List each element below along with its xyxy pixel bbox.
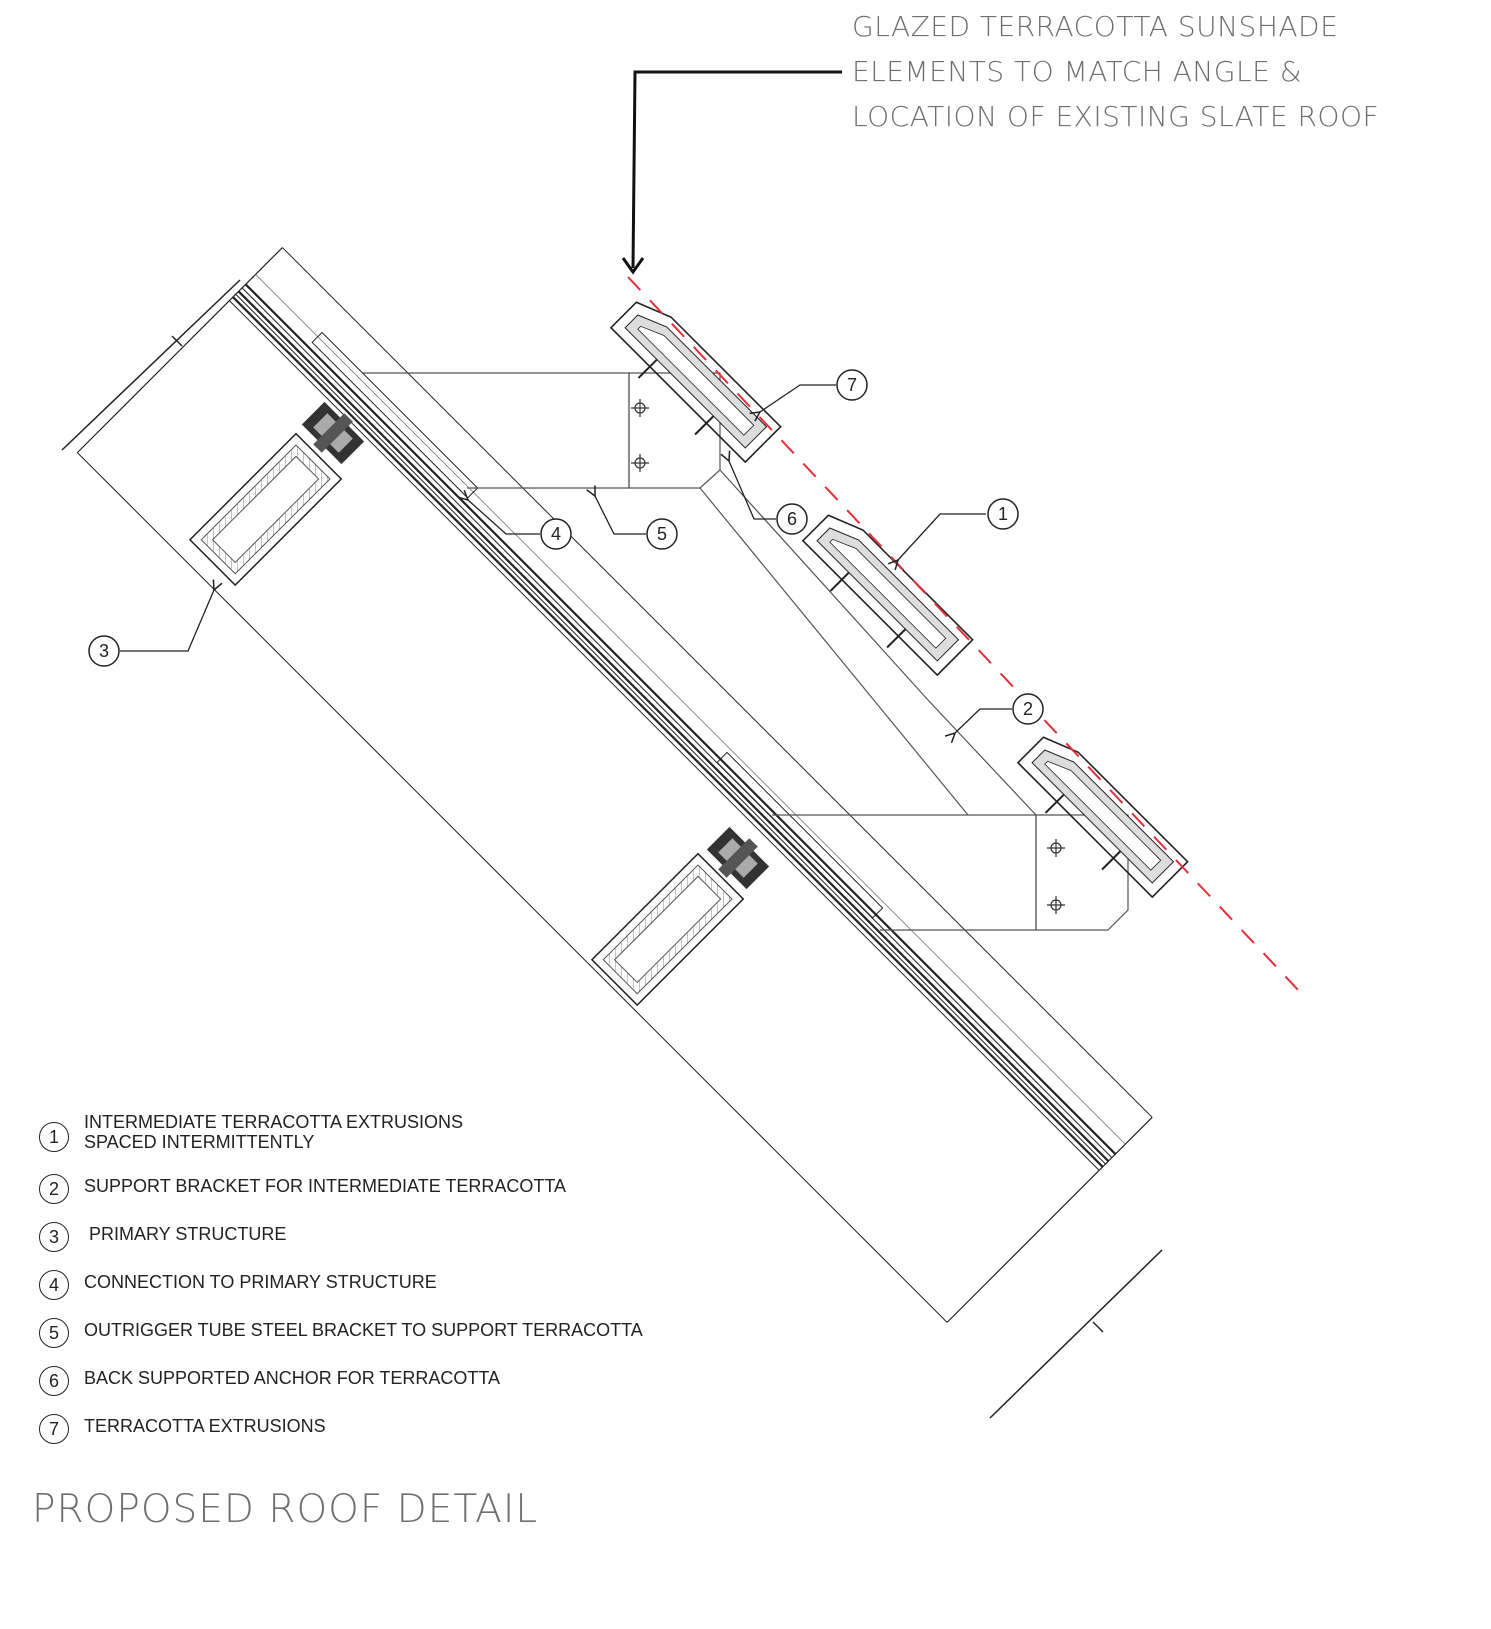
glazing-layers — [229, 274, 1126, 1171]
tag-2: 2 — [1023, 699, 1033, 719]
legend-number: 1 — [39, 1122, 69, 1152]
bolt-symbols — [631, 399, 1065, 914]
legend-text: SUPPORT BRACKET FOR INTERMEDIATE TERRACO… — [84, 1176, 567, 1196]
roof-assembly — [76, 247, 1153, 1323]
legend-number: 2 — [39, 1174, 69, 1204]
legend-number: 6 — [39, 1366, 69, 1396]
tag-6: 6 — [787, 509, 797, 529]
callout-line-1: GLAZED TERRACOTTA SUNSHADE — [852, 10, 1339, 43]
legend-text: INTERMEDIATE TERRACOTTA EXTRUSIONS SPACE… — [84, 1112, 463, 1152]
dimension-ticks — [61, 279, 1163, 1419]
connection-clamp-upper — [301, 401, 365, 465]
tag-5: 5 — [657, 524, 667, 544]
callout-line-3: LOCATION OF EXISTING SLATE ROOF — [852, 100, 1380, 133]
primary-structure-upper — [188, 432, 343, 587]
tag-7: 7 — [847, 375, 857, 395]
structure-end-cap-top — [76, 247, 283, 454]
support-bracket-diagonal — [699, 469, 1037, 816]
legend-number: 3 — [39, 1222, 69, 1252]
tag-labels: 7 1 2 3 4 5 6 — [99, 375, 1033, 719]
tag-1: 1 — [998, 504, 1008, 524]
legend-number: 4 — [39, 1270, 69, 1300]
legend-number: 5 — [39, 1318, 69, 1348]
connection-clamp-lower — [706, 826, 770, 890]
legend-text-line: SPACED INTERMITTENTLY — [84, 1132, 315, 1152]
structure-outer-line — [282, 247, 1153, 1118]
legend-text: PRIMARY STRUCTURE — [84, 1224, 287, 1244]
primary-structure-lower — [590, 852, 745, 1007]
slate-roof-guide-line — [627, 276, 1301, 993]
structure-end-cap-bottom — [946, 1116, 1153, 1323]
tag-4: 4 — [551, 524, 561, 544]
callout-line-2: ELEMENTS TO MATCH ANGLE & — [852, 55, 1303, 88]
outrigger-bracket-lower — [772, 814, 1129, 931]
legend-text: TERRACOTTA EXTRUSIONS — [84, 1416, 326, 1436]
drawing-title: PROPOSED ROOF DETAIL — [32, 1487, 539, 1532]
terracotta-extrusion-middle — [801, 514, 974, 677]
cap-plate-upper — [311, 331, 479, 499]
tag-leaders — [120, 384, 1012, 733]
legend-text: OUTRIGGER TUBE STEEL BRACKET TO SUPPORT … — [84, 1320, 643, 1340]
terracotta-extrusion-top — [609, 301, 782, 464]
cap-plate-lower — [716, 751, 884, 919]
structure-inner-line — [77, 452, 948, 1323]
tag-3: 3 — [99, 641, 109, 661]
terracotta-extrusion-bottom — [1016, 736, 1189, 899]
tag-circles — [88, 369, 1044, 725]
legend-text: CONNECTION TO PRIMARY STRUCTURE — [84, 1272, 437, 1292]
legend-text-line: INTERMEDIATE TERRACOTTA EXTRUSIONS — [84, 1112, 464, 1132]
callout-note: GLAZED TERRACOTTA SUNSHADE ELEMENTS TO M… — [852, 4, 1379, 139]
legend-number: 7 — [39, 1414, 69, 1444]
callout-leader — [621, 70, 842, 275]
legend-text: BACK SUPPORTED ANCHOR FOR TERRACOTTA — [84, 1368, 501, 1388]
